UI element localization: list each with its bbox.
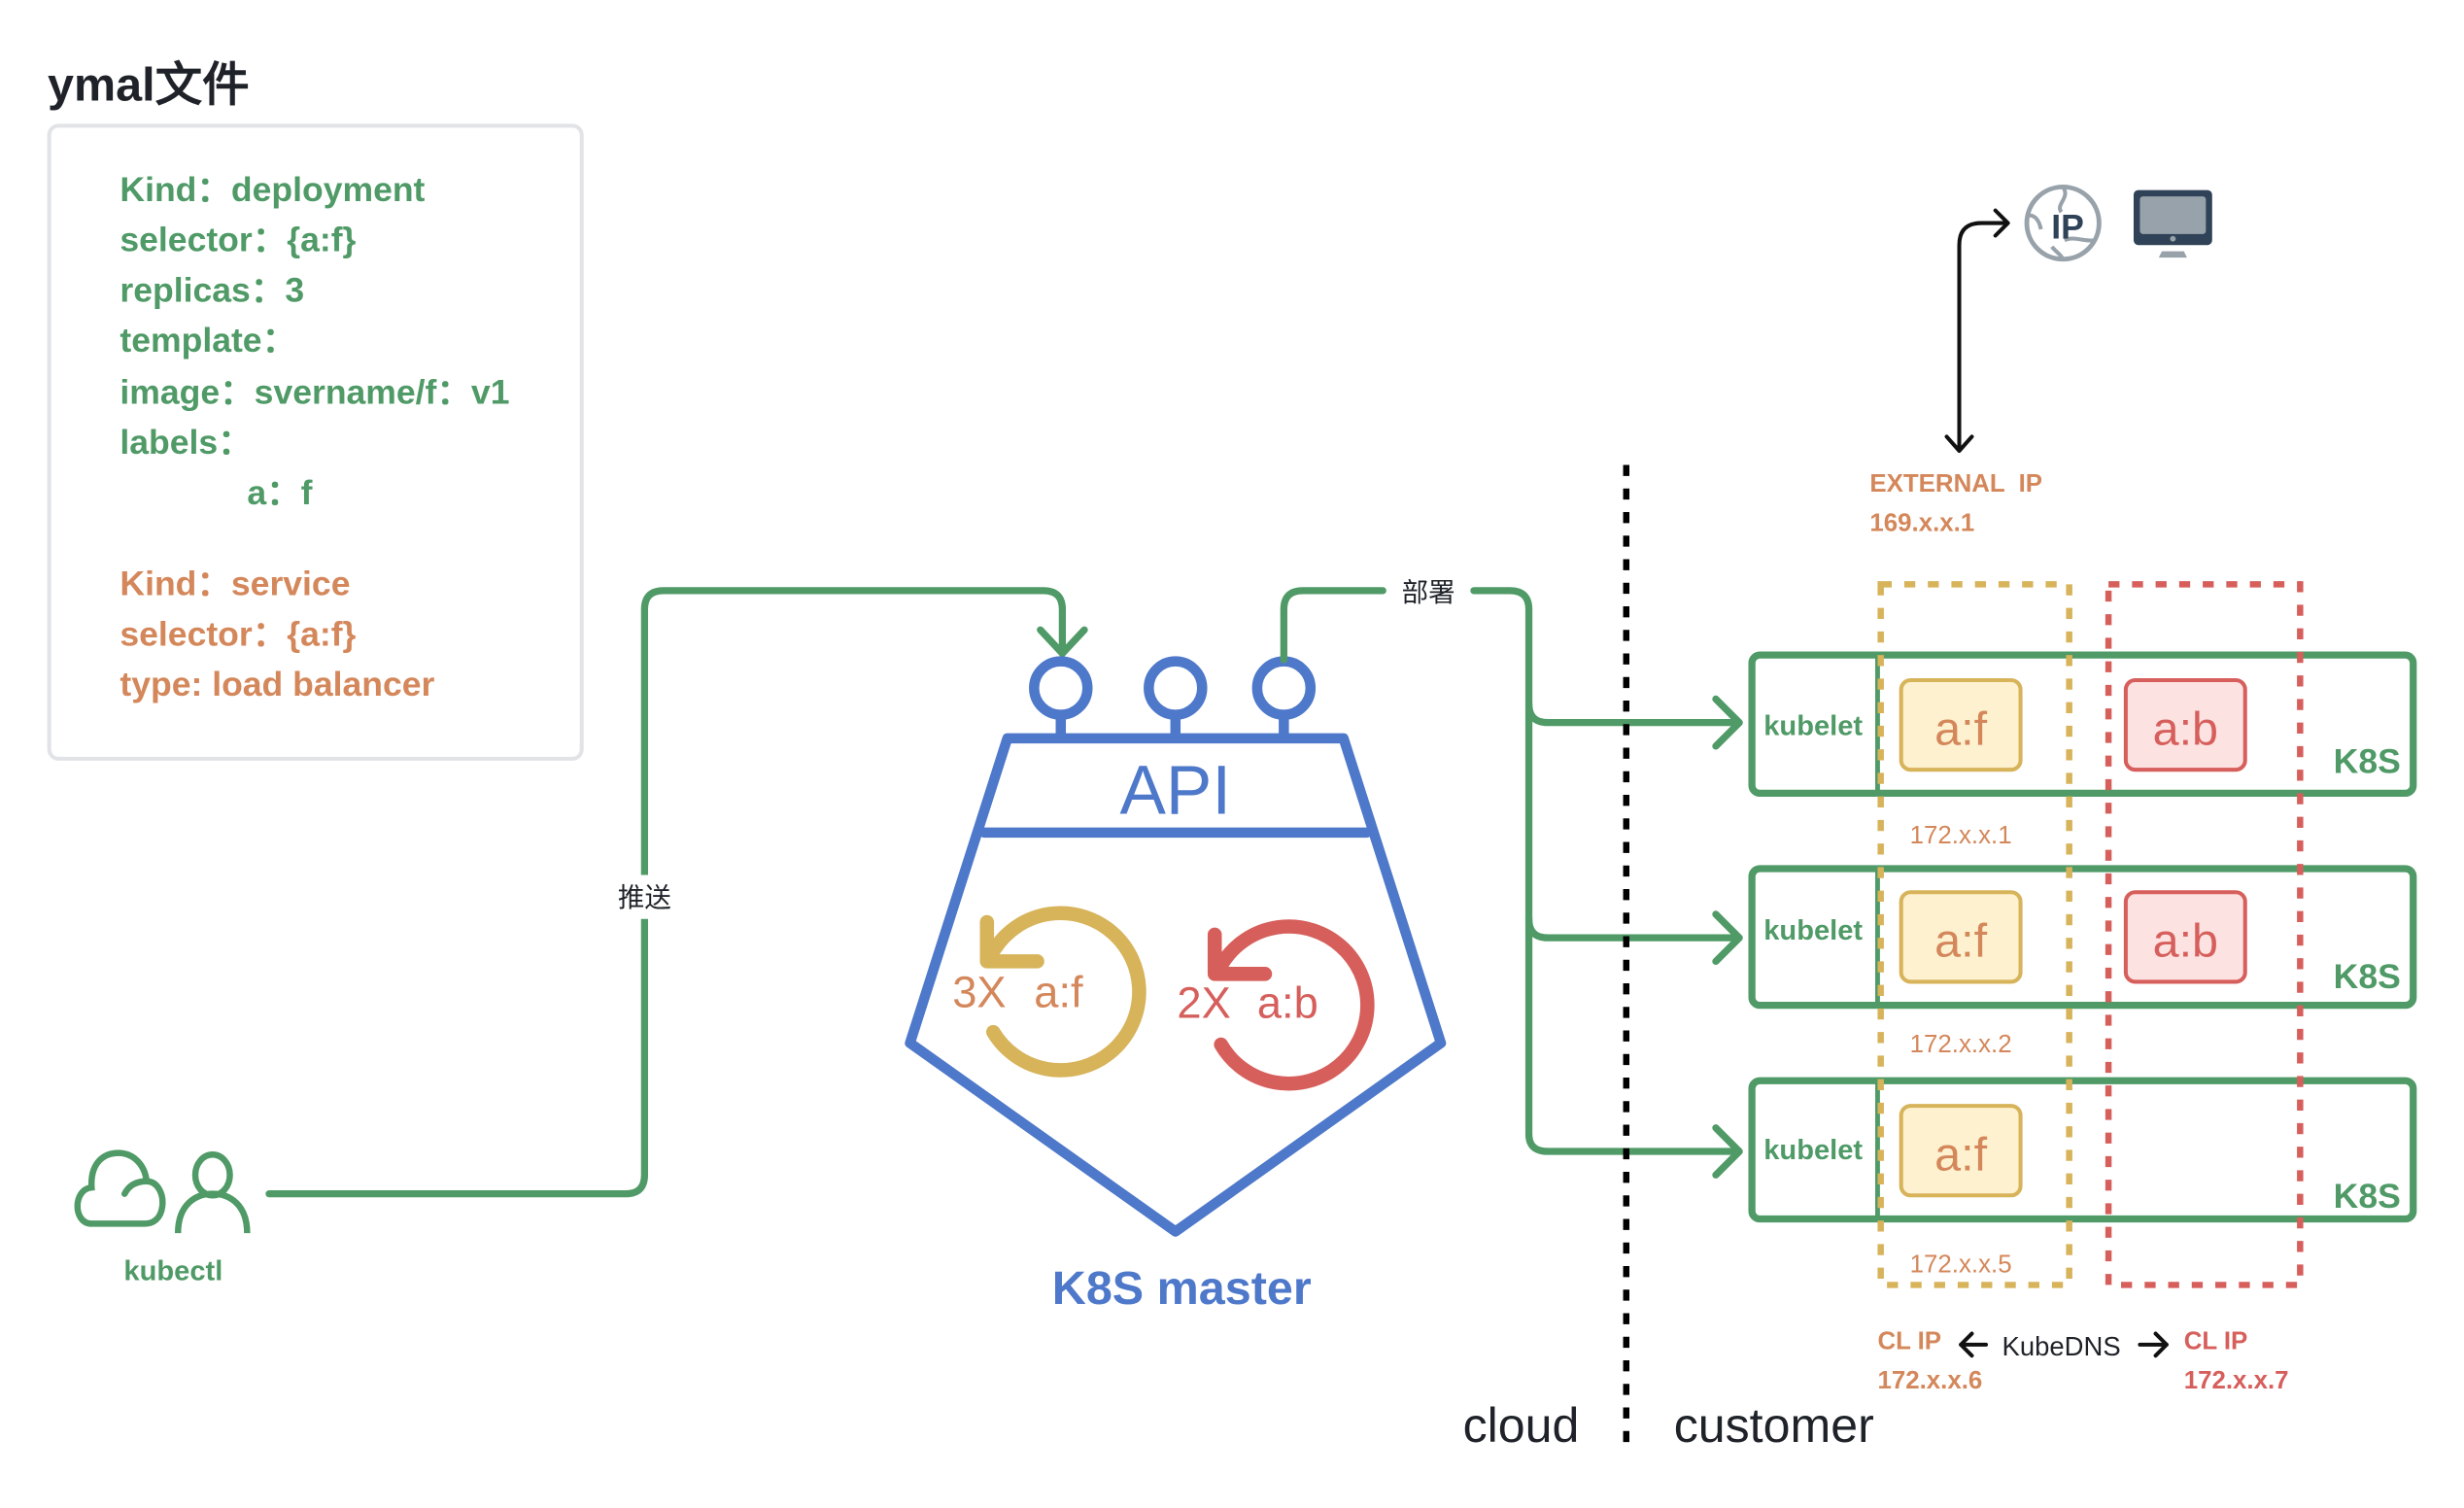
kubectl-label: kubectl bbox=[123, 1256, 222, 1287]
push-label-bg bbox=[609, 874, 679, 919]
replica-selector: a:f bbox=[1034, 967, 1083, 1016]
service-spec: Kind：service selector：{a:f} type: load b… bbox=[120, 565, 434, 703]
node-label: K8S bbox=[2334, 957, 2401, 996]
cluster-ip-address: 172.x.x.6 bbox=[1877, 1367, 1982, 1394]
kubelet-label: kubelet bbox=[1763, 1135, 1863, 1166]
pod-label: a:f bbox=[1934, 915, 1987, 968]
node-label: K8S bbox=[2334, 1177, 2401, 1216]
node-label: K8S bbox=[2334, 741, 2401, 780]
pod: a:b bbox=[2123, 890, 2247, 984]
kubelet-label: kubelet bbox=[1763, 711, 1863, 742]
replica-loop-icon bbox=[979, 906, 1146, 1078]
push-edge bbox=[265, 587, 1067, 1198]
external-ip-address: 169.x.x.1 bbox=[1869, 509, 1974, 536]
pod-label: a:f bbox=[1934, 1128, 1987, 1181]
deploy-arrowhead bbox=[1712, 695, 1743, 750]
pod: a:b bbox=[2123, 677, 2247, 772]
deploy-arrowhead bbox=[1712, 910, 1743, 966]
deploy-arrowhead bbox=[1712, 1124, 1743, 1179]
deploy-branch bbox=[1524, 915, 1742, 942]
arrow-right-icon bbox=[2138, 1331, 2169, 1358]
pod-ip: 172.x.x.1 bbox=[1910, 822, 2012, 849]
pod: a:f bbox=[1899, 1104, 2023, 1198]
deploy-branch bbox=[1524, 700, 1742, 727]
svg-text:IP: IP bbox=[2051, 208, 2084, 247]
arrow-left-icon bbox=[1959, 1331, 1989, 1358]
replica-selector: a:b bbox=[1257, 978, 1318, 1028]
pod: a:f bbox=[1899, 890, 2023, 984]
cloud-icon bbox=[74, 1149, 166, 1227]
pod-ip: 172.x.x.2 bbox=[1910, 1031, 2012, 1058]
pod: a:f bbox=[1899, 677, 2023, 772]
replica-count: 2X bbox=[1177, 978, 1230, 1028]
api-port bbox=[1251, 656, 1317, 720]
service-group-af bbox=[1877, 581, 2072, 1288]
push-arrowhead bbox=[1037, 626, 1088, 658]
kubedns-label: KubeDNS bbox=[2002, 1331, 2121, 1361]
yaml-line: a：f bbox=[247, 473, 312, 512]
yaml-line: template： bbox=[120, 321, 296, 360]
master-title: K8S master bbox=[1052, 1262, 1312, 1315]
kubelet-label: kubelet bbox=[1763, 915, 1863, 946]
worker-node: kubelet K8S bbox=[1748, 1077, 2417, 1223]
region-label-cloud: cloud bbox=[1463, 1398, 1580, 1453]
replica-count: 3X bbox=[952, 967, 1006, 1016]
api-ports bbox=[1029, 656, 1317, 744]
service-group-ab bbox=[2105, 581, 2304, 1288]
deployment-spec: Kind：deployment selector：{a:f} replicas：… bbox=[120, 170, 509, 512]
cluster-ip-address: 172.x.x.7 bbox=[2184, 1367, 2289, 1394]
replica-loop-icon bbox=[1207, 919, 1375, 1091]
deploy-edge-trunk bbox=[1470, 587, 1742, 1155]
yaml-line: image：svername/f：v1 bbox=[120, 372, 509, 411]
deploy-label: 部署 bbox=[1402, 577, 1455, 607]
yaml-panel-title: ymal文件 bbox=[48, 58, 250, 111]
api-port bbox=[1144, 656, 1208, 720]
yaml-line: replicas：3 bbox=[120, 270, 304, 309]
api-port bbox=[1029, 656, 1093, 720]
yaml-line: type: load balancer bbox=[120, 665, 434, 703]
yaml-line: Kind：service bbox=[120, 565, 350, 603]
cluster-ip-label: CL IP bbox=[2184, 1328, 2248, 1355]
push-label: 推送 bbox=[618, 882, 671, 912]
yaml-line: selector：{a:f} bbox=[120, 614, 356, 653]
pod-label: a:b bbox=[2153, 915, 2218, 968]
yaml-line: Kind：deployment bbox=[120, 170, 425, 209]
external-arrowhead-down bbox=[1944, 434, 1974, 454]
pod-label: a:b bbox=[2153, 703, 2218, 755]
deploy-edge bbox=[1280, 587, 1386, 664]
external-edge bbox=[1957, 221, 2009, 452]
ip-globe-icon: IP bbox=[2024, 184, 2102, 262]
monitor-icon bbox=[2133, 189, 2212, 258]
worker-node: kubelet K8S bbox=[1748, 651, 2417, 798]
region-label-customer: customer bbox=[1674, 1398, 1874, 1453]
external-ip-label: EXTERNAL IP bbox=[1869, 470, 2042, 497]
pod-label: a:f bbox=[1934, 703, 1987, 755]
worker-node: kubelet K8S bbox=[1748, 865, 2417, 1010]
yaml-line: selector：{a:f} bbox=[120, 221, 356, 259]
pod-ip: 172.x.x.5 bbox=[1910, 1251, 2012, 1279]
cluster-ip-label: CL IP bbox=[1877, 1328, 1941, 1355]
yaml-line: labels： bbox=[120, 423, 252, 462]
api-label: API bbox=[1119, 752, 1231, 829]
external-arrowhead-right bbox=[1993, 208, 2010, 238]
yaml-panel bbox=[47, 123, 584, 761]
user-icon bbox=[174, 1151, 251, 1234]
master-shape bbox=[905, 733, 1447, 1237]
